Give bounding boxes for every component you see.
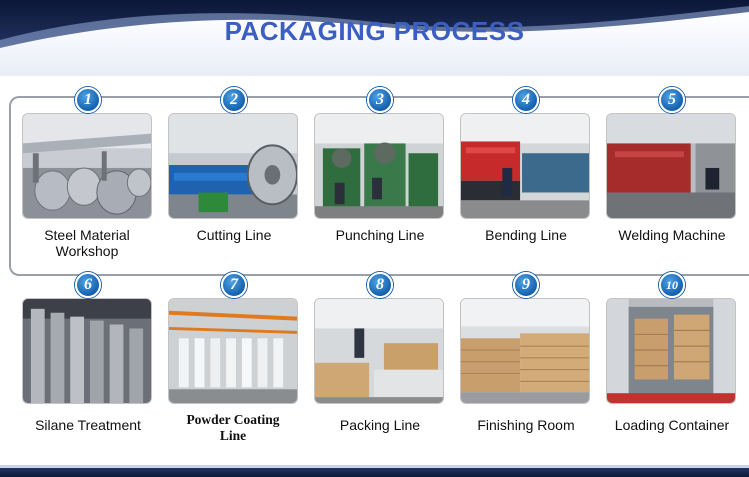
powder-coating-photo <box>168 298 298 404</box>
step-label: Loading Container <box>614 417 730 433</box>
silane-treatment-photo <box>22 298 152 404</box>
step-label: Steel Material Workshop <box>44 227 130 259</box>
loading-container-photo <box>606 298 736 404</box>
page-title: PACKAGING PROCESS <box>224 16 525 46</box>
step-number-badge: 10 <box>659 272 685 298</box>
step-label: Finishing Room <box>477 417 575 433</box>
welding-machine-photo <box>606 113 736 219</box>
step-number-badge: 3 <box>367 87 393 113</box>
step-number-badge: 8 <box>367 272 393 298</box>
finishing-room-photo <box>460 298 590 404</box>
punching-line-photo <box>314 113 444 219</box>
cutting-line-photo <box>168 113 298 219</box>
step-label: Cutting Line <box>196 227 272 243</box>
header-banner: PACKAGING PROCESS <box>0 0 749 76</box>
step-label: Bending Line <box>485 227 567 243</box>
bending-line-photo <box>460 113 590 219</box>
step-label: Silane Treatment <box>35 417 141 433</box>
step-number-badge: 9 <box>513 272 539 298</box>
step-label: Powder Coating Line <box>186 412 280 443</box>
step-number-badge: 1 <box>75 87 101 113</box>
step-label: Welding Machine <box>618 227 726 243</box>
step-number-badge: 6 <box>75 272 101 298</box>
steel-workshop-photo <box>22 113 152 219</box>
packing-line-photo <box>314 298 444 404</box>
step-label: Punching Line <box>335 227 425 243</box>
step-number-badge: 2 <box>221 87 247 113</box>
step-number-badge: 5 <box>659 87 685 113</box>
step-number-badge: 4 <box>513 87 539 113</box>
step-number-badge: 7 <box>221 272 247 298</box>
footer-band <box>0 465 749 477</box>
header-wave <box>0 0 749 76</box>
step-label: Packing Line <box>339 417 421 433</box>
